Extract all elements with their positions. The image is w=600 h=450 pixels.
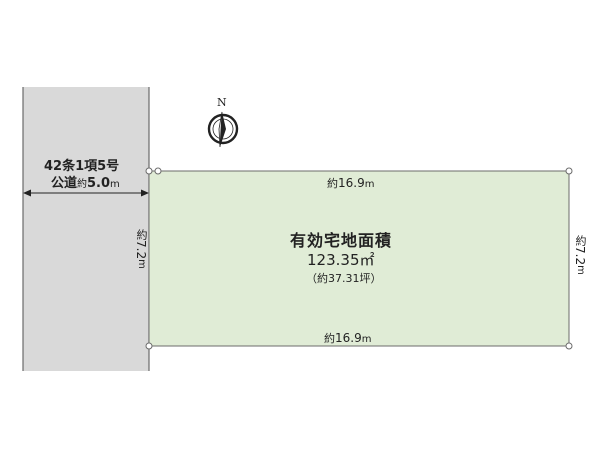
lot-left-dimension: 約7.2m	[133, 229, 149, 269]
dimension-prefix: 約	[324, 332, 335, 345]
boundary-marker	[145, 167, 153, 175]
road-name: 公道	[51, 176, 78, 191]
lot-bottom-dimension: 約16.9m	[324, 330, 371, 346]
lot-top-dimension: 約16.9m	[327, 175, 374, 191]
lot-right-dimension: 約7.2m	[572, 235, 588, 275]
boundary-marker	[154, 167, 162, 175]
road-name-width-label: 公道約5.0m	[51, 172, 120, 191]
dimension-unit: m	[361, 334, 372, 345]
road-width-arrowhead-right	[141, 189, 149, 197]
road-width-value: 5.0	[87, 176, 111, 191]
dimension-prefix: 約	[574, 235, 587, 246]
area-value: 123.35㎡	[307, 251, 375, 269]
north-label: N	[217, 96, 227, 109]
road-width-unit: m	[110, 179, 120, 190]
dimension-prefix: 約	[135, 229, 148, 240]
dimension-value: 16.9	[335, 331, 362, 345]
road-width-prefix: 約	[77, 179, 88, 190]
road-strip	[23, 87, 149, 371]
north-compass-icon	[207, 111, 239, 148]
dimension-unit: m	[364, 179, 375, 190]
dimension-prefix: 約	[327, 177, 338, 190]
area-title: 有効宅地面積	[290, 231, 393, 250]
road-width-arrowhead-left	[23, 189, 31, 197]
dimension-value: 7.2	[573, 246, 587, 266]
dimension-value: 7.2	[134, 240, 148, 260]
road-type-label: 42条1項5号	[44, 159, 120, 174]
lot-area	[148, 170, 570, 347]
dimension-unit: m	[136, 259, 147, 269]
boundary-marker	[565, 342, 573, 350]
dimension-value: 16.9	[338, 176, 365, 190]
boundary-marker	[565, 167, 573, 175]
area-tsubo: （約37.31坪）	[306, 272, 382, 285]
boundary-marker	[145, 342, 153, 350]
dimension-unit: m	[575, 265, 586, 275]
